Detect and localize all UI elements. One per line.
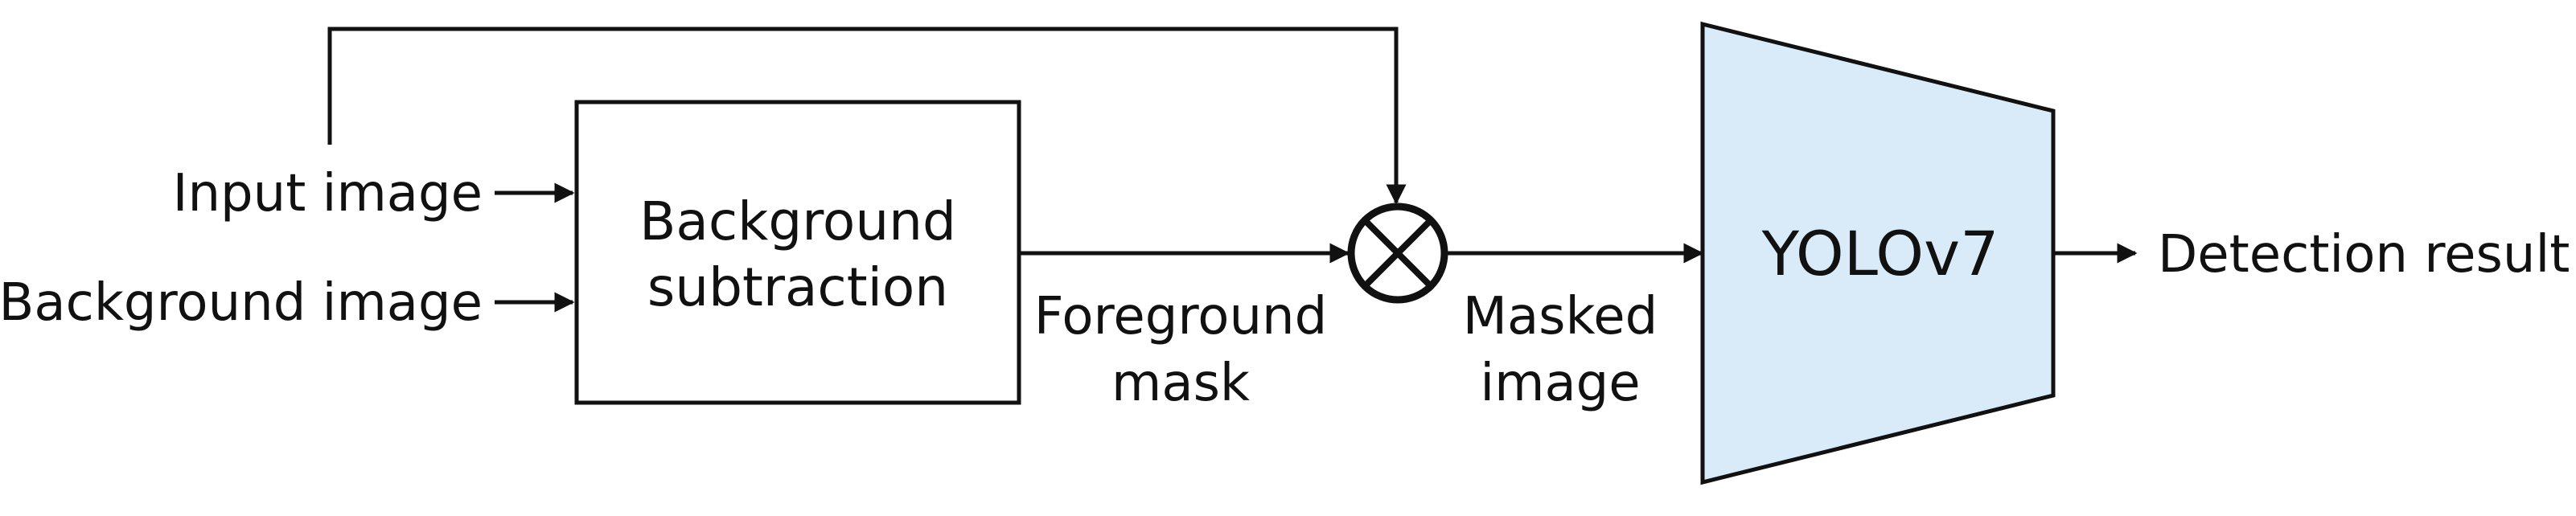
- masked-image-label-line2: image: [1480, 354, 1640, 413]
- input-skip-connection: [327, 27, 1407, 205]
- input-image-label: Input image: [173, 164, 483, 223]
- background-subtraction-label-line2: subtraction: [647, 256, 948, 318]
- masked-image-label-line1: Masked: [1463, 287, 1658, 346]
- circle-times-icon: [1347, 203, 1448, 304]
- foreground-mask-label-line2: mask: [1111, 354, 1250, 413]
- detection-result-label: Detection result: [2158, 225, 2570, 285]
- background-image-label: Background image: [0, 273, 483, 333]
- background-subtraction-block: [574, 100, 1021, 405]
- yolov7-label: YOLOv7: [1761, 218, 1999, 289]
- foreground-mask-label-line1: Foreground: [1034, 287, 1327, 346]
- background-subtraction-label-line1: Background: [639, 190, 956, 252]
- yolov7-block: [1700, 21, 2056, 485]
